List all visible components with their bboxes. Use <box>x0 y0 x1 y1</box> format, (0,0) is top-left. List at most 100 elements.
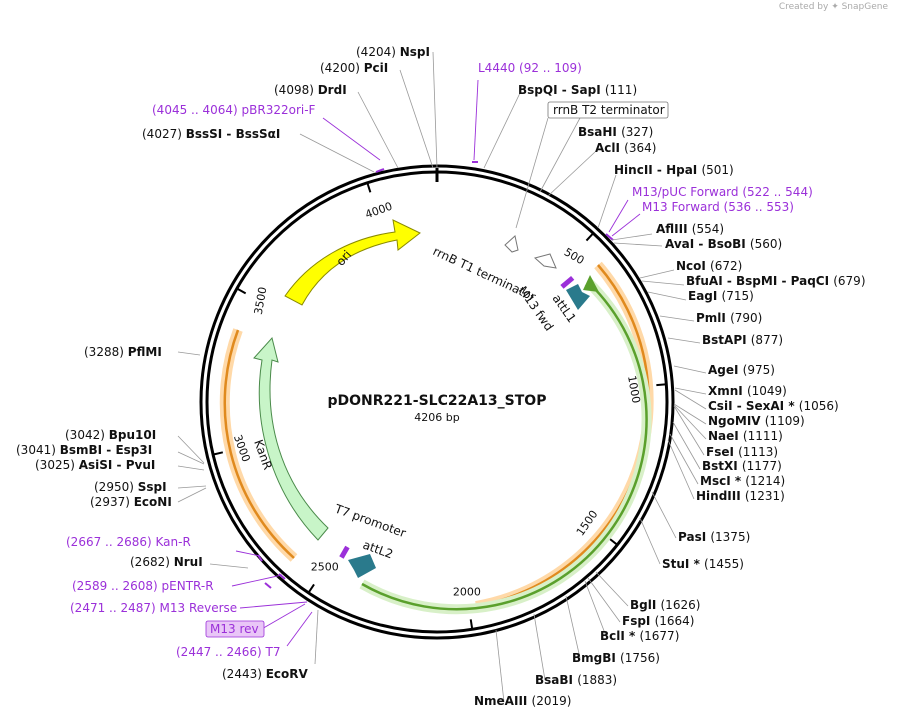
tick-mark <box>237 288 247 295</box>
site-name: FseI <box>706 445 738 459</box>
site-name: BspQI - SapI <box>518 83 605 97</box>
site-name: HincII - HpaI <box>614 163 701 177</box>
restriction-site-label: CsiI - SexAI * (1056) <box>708 399 839 413</box>
site-position: (3041) <box>16 443 60 457</box>
site-position: (327) <box>621 125 653 139</box>
site-position: (4027) <box>142 127 186 141</box>
site-position: (672) <box>710 259 742 273</box>
primer-label: M13 rev <box>210 622 259 636</box>
site-name: DrdI <box>318 83 347 97</box>
site-position: (3288) <box>84 345 128 359</box>
site-name: NruI <box>174 555 203 569</box>
primer-label: (2447 .. 2466) T7 <box>176 645 280 659</box>
rrnb-t2-box <box>547 101 669 119</box>
site-name: AgeI <box>708 363 743 377</box>
attl1-arrow <box>566 284 590 310</box>
restriction-site-label: NmeAIII (2019) <box>474 694 571 708</box>
site-position: (1455) <box>704 557 744 571</box>
site-name: BstAPI <box>702 333 751 347</box>
site-position: (1111) <box>743 429 783 443</box>
site-name: MscI * <box>700 474 745 488</box>
restriction-site-label: (4204) NspI <box>356 45 430 59</box>
site-name: AflIII <box>656 222 692 236</box>
site-position: (2950) <box>94 480 138 494</box>
site-name: BssSI - BssSαI <box>186 127 281 141</box>
site-position: (4204) <box>356 45 400 59</box>
restriction-site-label: BstAPI (877) <box>702 333 783 347</box>
site-name: NaeI <box>708 429 743 443</box>
restriction-site-label: NcoI (672) <box>676 259 742 273</box>
restriction-site-label: NaeI (1111) <box>708 429 783 443</box>
tick-label: 500 <box>562 245 587 267</box>
site-position: (1626) <box>661 598 701 612</box>
site-position: (1109) <box>765 414 805 428</box>
leader-lines <box>177 51 707 703</box>
tick-mark <box>366 183 372 193</box>
tick-label: 4000 <box>363 200 394 222</box>
restriction-site-label: HindIII (1231) <box>696 489 785 503</box>
tick-mark <box>308 583 315 593</box>
restriction-site-label: BsaHI (327) <box>578 125 653 139</box>
site-position: (2937) <box>90 495 134 509</box>
restriction-site-label: (2443) EcoRV <box>222 667 309 681</box>
site-position: (1756) <box>620 651 660 665</box>
site-position: (1231) <box>745 489 785 503</box>
primer-label: (2667 .. 2686) Kan-R <box>66 535 191 549</box>
restriction-site-label: (3041) BsmBI - Esp3I <box>16 443 152 457</box>
rrnb-t2-label: rrnB T2 terminator <box>553 103 665 117</box>
site-position: (975) <box>743 363 775 377</box>
site-name: HindIII <box>696 489 745 503</box>
primer-label: (4045 .. 4064) pBR322ori-F <box>152 103 316 117</box>
primer-label: L4440 (92 .. 109) <box>478 61 582 75</box>
site-name: PciI <box>364 61 389 75</box>
site-position: (877) <box>751 333 783 347</box>
ori-arrow <box>284 219 421 306</box>
restriction-site-label: (3025) AsiSI - PvuI <box>35 458 155 472</box>
restriction-site-label: AvaI - BsoBI (560) <box>665 237 782 251</box>
site-name: StuI * <box>662 557 704 571</box>
site-name: BsmBI - Esp3I <box>60 443 152 457</box>
site-name: BclI * <box>600 629 639 643</box>
restriction-site-label: (3042) Bpu10I <box>65 428 156 442</box>
restriction-site-label: EagI (715) <box>688 289 754 303</box>
site-position: (1375) <box>710 530 750 544</box>
plasmid-title: pDONR221-SLC22A13_STOP <box>328 393 547 409</box>
restriction-site-label: StuI * (1455) <box>662 557 744 571</box>
site-position: (1883) <box>577 673 617 687</box>
kanr-arrow <box>253 336 329 541</box>
site-position: (4098) <box>274 83 318 97</box>
site-position: (1664) <box>655 614 695 628</box>
tick-mark <box>585 233 594 242</box>
site-name: XmnI <box>708 384 747 398</box>
site-name: PmlI <box>696 311 730 325</box>
m13-rev-box <box>205 620 265 638</box>
site-name: EcoRV <box>266 667 309 681</box>
site-name: SspI <box>138 480 167 494</box>
site-name: AvaI - BsoBI <box>665 237 750 251</box>
green-band-right <box>359 275 652 615</box>
site-position: (715) <box>722 289 754 303</box>
site-position: (1056) <box>799 399 839 413</box>
restriction-site-label: BsaBI (1883) <box>535 673 617 687</box>
primer-label: (2471 .. 2487) M13 Reverse <box>70 601 237 615</box>
site-labels: (4204) NspI(4200) PciI(4098) DrdI(4027) … <box>16 45 866 708</box>
site-name: EcoNI <box>134 495 172 509</box>
tick-mark <box>656 383 666 387</box>
restriction-site-label: BfuAI - BspMI - PaqCI (679) <box>686 274 866 288</box>
site-position: (4200) <box>320 61 364 75</box>
site-position: (1113) <box>738 445 778 459</box>
site-name: Bpu10I <box>109 428 156 442</box>
tick-label: 2500 <box>311 560 339 573</box>
site-position: (790) <box>730 311 762 325</box>
primer-label: M13 Forward (536 .. 553) <box>642 200 794 214</box>
site-position: (501) <box>701 163 733 177</box>
site-name: NcoI <box>676 259 710 273</box>
tick-label: 3500 <box>252 286 270 316</box>
tick-mark <box>213 451 224 456</box>
primer-label: M13/pUC Forward (522 .. 544) <box>632 185 813 199</box>
tick-label: 2000 <box>453 586 481 599</box>
site-name: EagI <box>688 289 722 303</box>
primer-leader-lines <box>231 79 641 647</box>
site-name: BstXI <box>702 459 742 473</box>
